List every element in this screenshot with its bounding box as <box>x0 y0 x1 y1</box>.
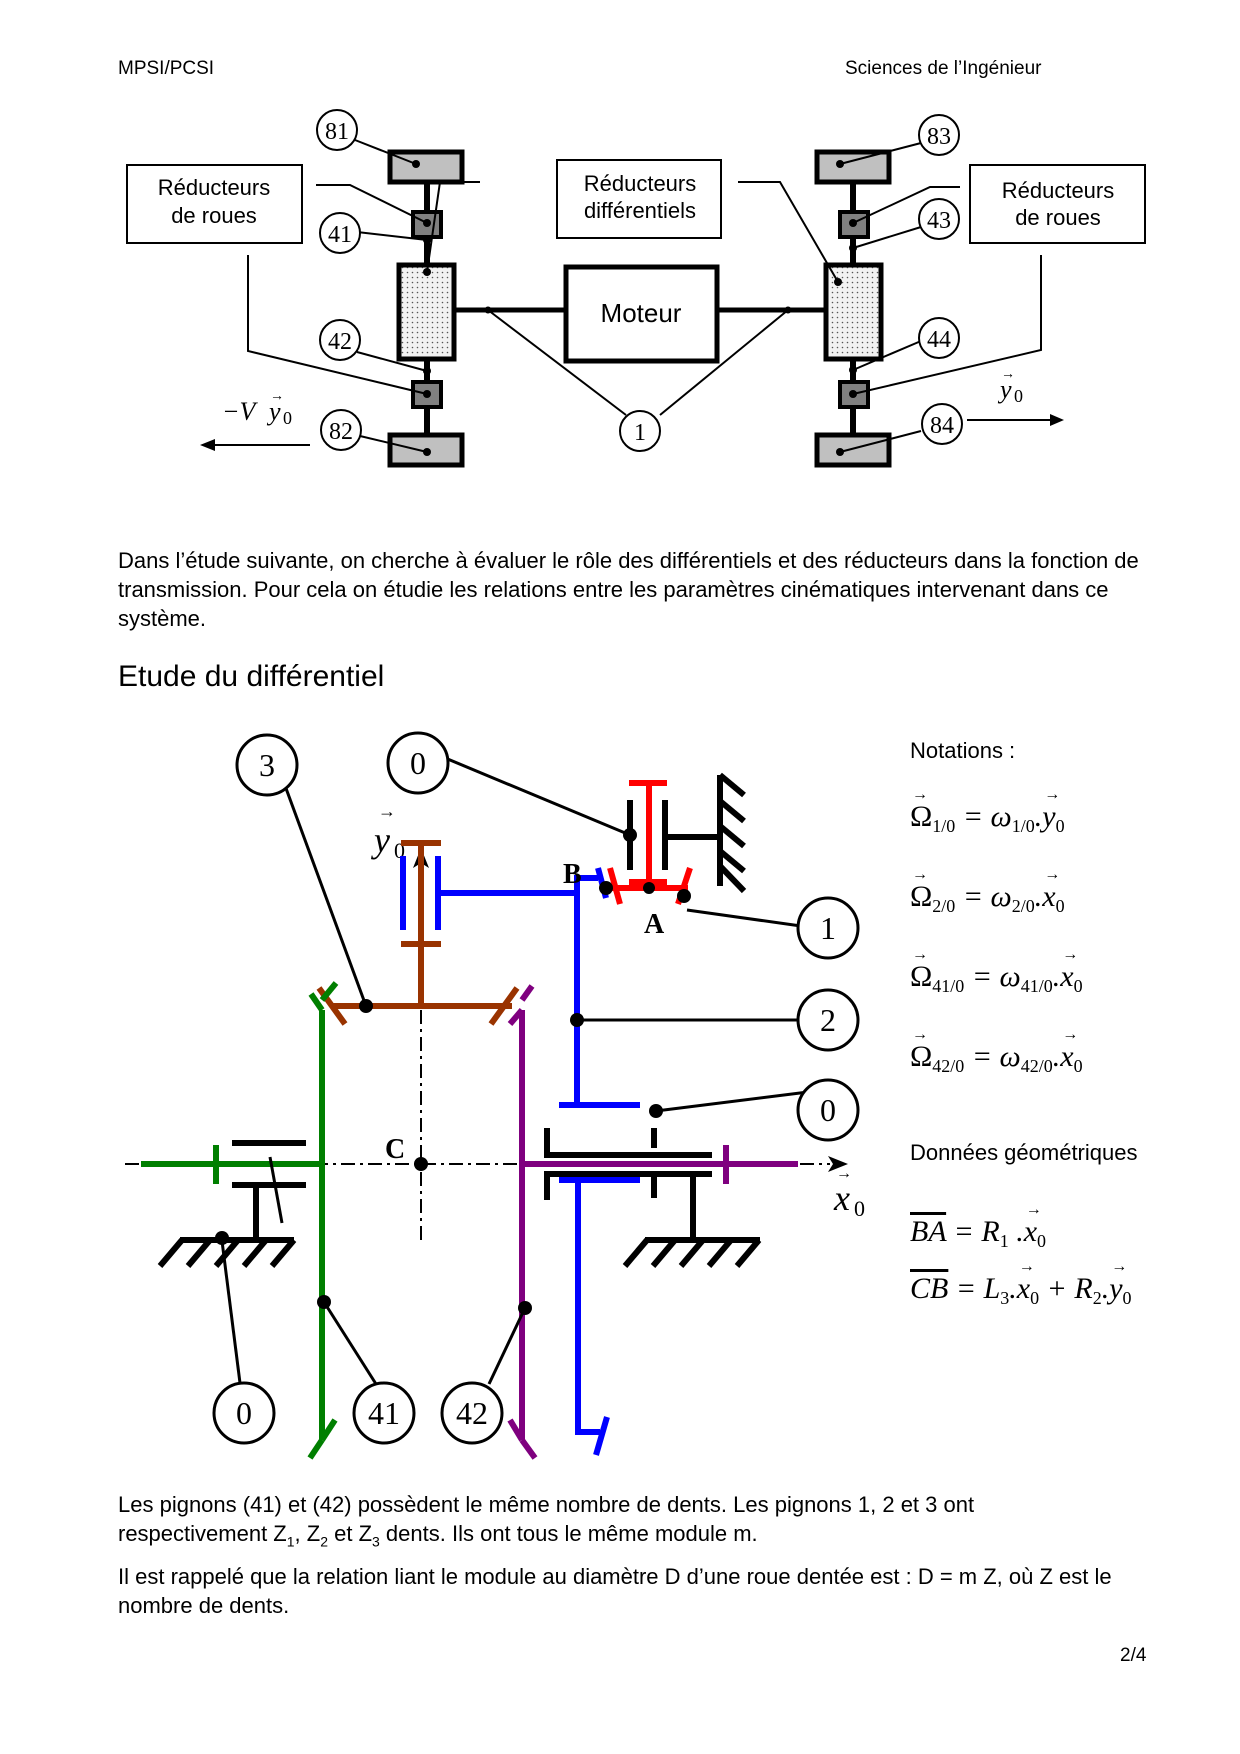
svg-text:Réducteurs: Réducteurs <box>1002 178 1115 203</box>
label-82: 82 <box>320 409 362 451</box>
part-1-pinion <box>606 780 693 905</box>
point-A-label: A <box>644 909 665 940</box>
svg-text:43: 43 <box>927 208 951 234</box>
part-label-0-bottom: 0 <box>212 1381 276 1445</box>
point-C-label: C <box>385 1134 405 1165</box>
right-wheel-assembly <box>814 149 892 468</box>
geometric-data-title: Données géométriques <box>910 1140 1138 1165</box>
label-81: 81 <box>316 109 358 151</box>
notations-title: Notations : <box>910 738 1016 763</box>
svg-text:42: 42 <box>328 329 352 355</box>
label-41: 41 <box>319 212 361 254</box>
frame-0-parts <box>157 772 762 1268</box>
part-label-42: 42 <box>440 1381 504 1445</box>
svg-text:y: y <box>997 375 1012 404</box>
label-84: 84 <box>921 403 963 445</box>
label-42: 42 <box>319 319 361 361</box>
notation-omega-42-0: Ω42/0 = ω42/0.x0 <box>910 1026 1083 1077</box>
wheel-83 <box>814 149 892 185</box>
velocity-arrow-left: −V y → 0 <box>200 389 310 451</box>
part-2-carrier <box>400 856 640 1456</box>
label-83: 83 <box>918 114 960 156</box>
notation-omega-1-0: Ω1/0 = ω1/0.y0 <box>910 786 1065 837</box>
svg-text:44: 44 <box>927 327 951 353</box>
svg-text:→: → <box>836 1165 852 1182</box>
differential-right <box>823 262 884 362</box>
svg-text:81: 81 <box>325 119 349 145</box>
closing-paragraph-2: Il est rappelé que la relation liant le … <box>118 1564 1112 1618</box>
svg-text:41: 41 <box>328 222 352 248</box>
point-B-label: B <box>563 859 582 890</box>
equation-BA: BA = R1 .x0 <box>910 1201 1046 1252</box>
label-43: 43 <box>918 198 960 240</box>
x-axis-arrowhead <box>828 1156 848 1172</box>
part-label-0-top: 0 <box>386 731 450 795</box>
motor-box <box>563 264 720 364</box>
motor-label: Moteur <box>601 298 682 328</box>
svg-text:3: 3 <box>259 747 275 783</box>
svg-text:83: 83 <box>927 124 951 150</box>
differential-diagram: y → 0 x → 0 <box>125 731 865 1460</box>
svg-text:de roues: de roues <box>1015 205 1101 230</box>
svg-text:−V: −V <box>222 397 259 426</box>
closing-paragraph-1: Les pignons (41) et (42) possèdent le mê… <box>118 1492 975 1550</box>
svg-text:de roues: de roues <box>171 203 257 228</box>
svg-text:x: x <box>833 1178 850 1218</box>
svg-text:1: 1 <box>820 910 836 946</box>
part-41-planetary <box>141 981 339 1460</box>
svg-text:0: 0 <box>394 838 405 863</box>
part-42-planetary <box>507 984 798 1460</box>
box-wheel-reducers-right <box>969 164 1146 244</box>
svg-text:Réducteurs: Réducteurs <box>158 175 271 200</box>
part-label-2: 2 <box>796 988 860 1052</box>
x0-axis-label: x → 0 <box>833 1165 865 1221</box>
box-wheel-reducers-left <box>126 164 303 244</box>
svg-text:0: 0 <box>1014 386 1023 406</box>
part-label-3: 3 <box>235 733 299 797</box>
header-course: MPSI/PCSI <box>118 58 215 79</box>
svg-text:→: → <box>378 801 396 821</box>
svg-text:82: 82 <box>329 419 353 445</box>
page-number: 2/4 <box>1120 1645 1147 1666</box>
svg-text:→: → <box>270 389 284 404</box>
notation-omega-2-0: Ω2/0 = ω2/0.x0 <box>910 866 1065 917</box>
svg-text:84: 84 <box>930 413 954 439</box>
equation-CB: CB = L3.x0 + R2.y0 <box>910 1258 1132 1309</box>
svg-text:Réducteurs: Réducteurs <box>584 171 697 196</box>
intro-paragraph: Dans l’étude suivante, on cherche à éval… <box>118 548 1139 631</box>
svg-text:0: 0 <box>236 1395 252 1431</box>
svg-text:2: 2 <box>820 1002 836 1038</box>
svg-text:1: 1 <box>634 420 646 446</box>
left-wheel-assembly <box>387 149 465 468</box>
svg-text:0: 0 <box>283 408 292 428</box>
box-differential-reducers <box>556 159 722 239</box>
svg-text:41: 41 <box>368 1395 400 1431</box>
label-44: 44 <box>918 317 960 359</box>
svg-text:0: 0 <box>854 1196 865 1221</box>
part-label-0-right: 0 <box>796 1078 860 1142</box>
notation-omega-41-0: Ω41/0 = ω41/0.x0 <box>910 946 1083 997</box>
y0-axis-label: y → 0 <box>371 801 405 863</box>
section-title: Etude du différentiel <box>118 660 385 693</box>
svg-text:y: y <box>266 397 281 426</box>
svg-text:42: 42 <box>456 1395 488 1431</box>
svg-text:0: 0 <box>820 1092 836 1128</box>
velocity-arrow-right: y → 0 <box>967 367 1064 426</box>
part-label-41: 41 <box>352 1381 416 1445</box>
differential-left <box>396 262 457 362</box>
part-label-1: 1 <box>796 896 860 960</box>
wheel-84 <box>814 432 892 468</box>
label-1: 1 <box>619 410 661 452</box>
svg-text:différentiels: différentiels <box>584 198 696 223</box>
part-3-satellite <box>316 840 520 1026</box>
header-subject: Sciences de l’Ingénieur <box>845 58 1042 79</box>
transmission-diagram: Moteur Réducteurs de roues Réducteurs di… <box>126 109 1146 468</box>
svg-text:y: y <box>371 820 390 860</box>
svg-text:0: 0 <box>410 745 426 781</box>
svg-text:→: → <box>1001 367 1015 382</box>
wheel-81 <box>387 149 465 185</box>
